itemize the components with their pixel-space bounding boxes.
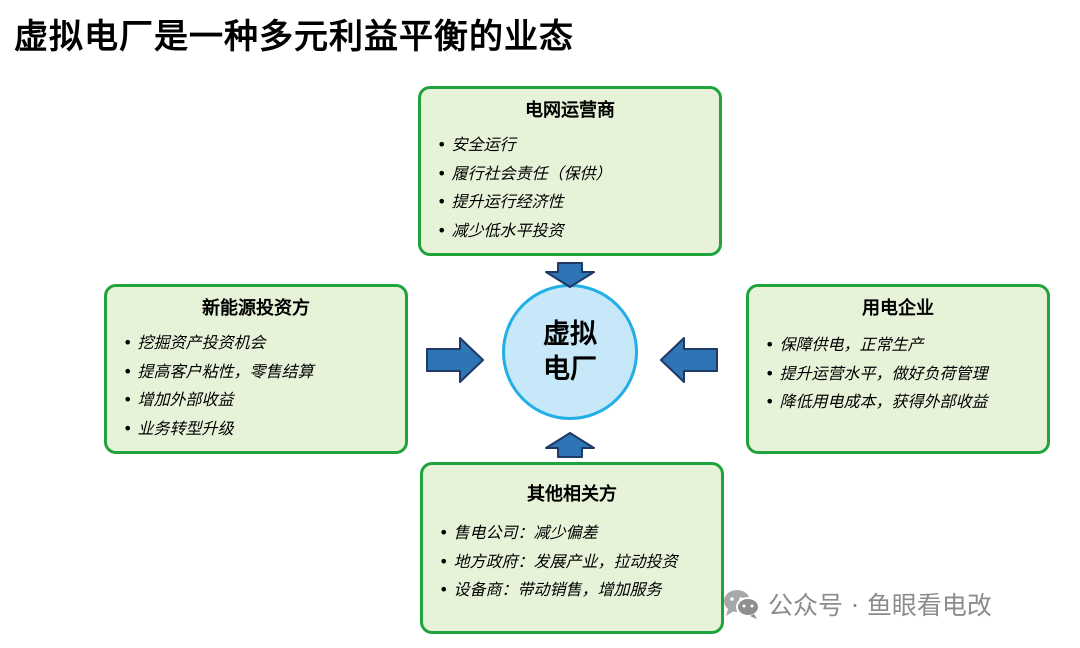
- list-item: •挖掘资产投资机会: [123, 333, 266, 352]
- list-item: •履行社会责任（保供）: [437, 163, 612, 183]
- arrow-right-icon: [426, 337, 484, 383]
- list-item: •增加外部收益: [123, 390, 234, 409]
- center-label-line1: 虚拟: [543, 319, 597, 350]
- list-item: •售电公司：减少偏差: [439, 523, 598, 542]
- other-parties-box: 其他相关方 •售电公司：减少偏差 •地方政府：发展产业，拉动投资 •设备商：带动…: [420, 462, 724, 634]
- arrow-left-icon: [660, 337, 718, 383]
- grid-operator-box: 电网运营商 •安全运行 •履行社会责任（保供） •提升运行经济性 •减少低水平投…: [418, 86, 722, 256]
- list-item: •设备商：带动销售，增加服务: [439, 580, 662, 599]
- list-item: •提升运行经济性: [437, 192, 564, 211]
- power-user-box: 用电企业 •保障供电，正常生产 •提升运营水平，做好负荷管理 •降低用电成本，获…: [746, 284, 1050, 454]
- renewable-investor-box: 新能源投资方 •挖掘资产投资机会 •提高客户粘性，零售结算 •增加外部收益 •业…: [104, 284, 408, 454]
- list-item: •降低用电成本，获得外部收益: [765, 392, 988, 411]
- box-title: 其他相关方: [527, 484, 617, 505]
- list-item: •业务转型升级: [123, 418, 234, 438]
- page-title: 虚拟电厂是一种多元利益平衡的业态: [14, 17, 574, 57]
- box-title: 用电企业: [862, 298, 934, 319]
- box-title: 电网运营商: [525, 100, 615, 121]
- list-item: •提高客户粘性，零售结算: [123, 361, 314, 381]
- list-item: •保障供电，正常生产: [765, 335, 924, 354]
- virtual-power-plant-circle: 虚拟 电厂: [502, 284, 638, 420]
- list-item: •减少低水平投资: [437, 220, 564, 240]
- watermark: 公众号 · 鱼眼看电改: [722, 586, 992, 622]
- list-item: •地方政府：发展产业，拉动投资: [439, 551, 678, 571]
- arrow-up-icon: [545, 432, 595, 458]
- wechat-icon: [724, 590, 760, 619]
- center-label-line2: 电厂: [543, 354, 597, 385]
- list-item: •安全运行: [437, 135, 516, 154]
- box-title: 新能源投资方: [202, 298, 310, 319]
- arrow-down-icon: [545, 262, 595, 288]
- watermark-text: 公众号 · 鱼眼看电改: [768, 591, 992, 620]
- list-item: •提升运营水平，做好负荷管理: [765, 363, 988, 383]
